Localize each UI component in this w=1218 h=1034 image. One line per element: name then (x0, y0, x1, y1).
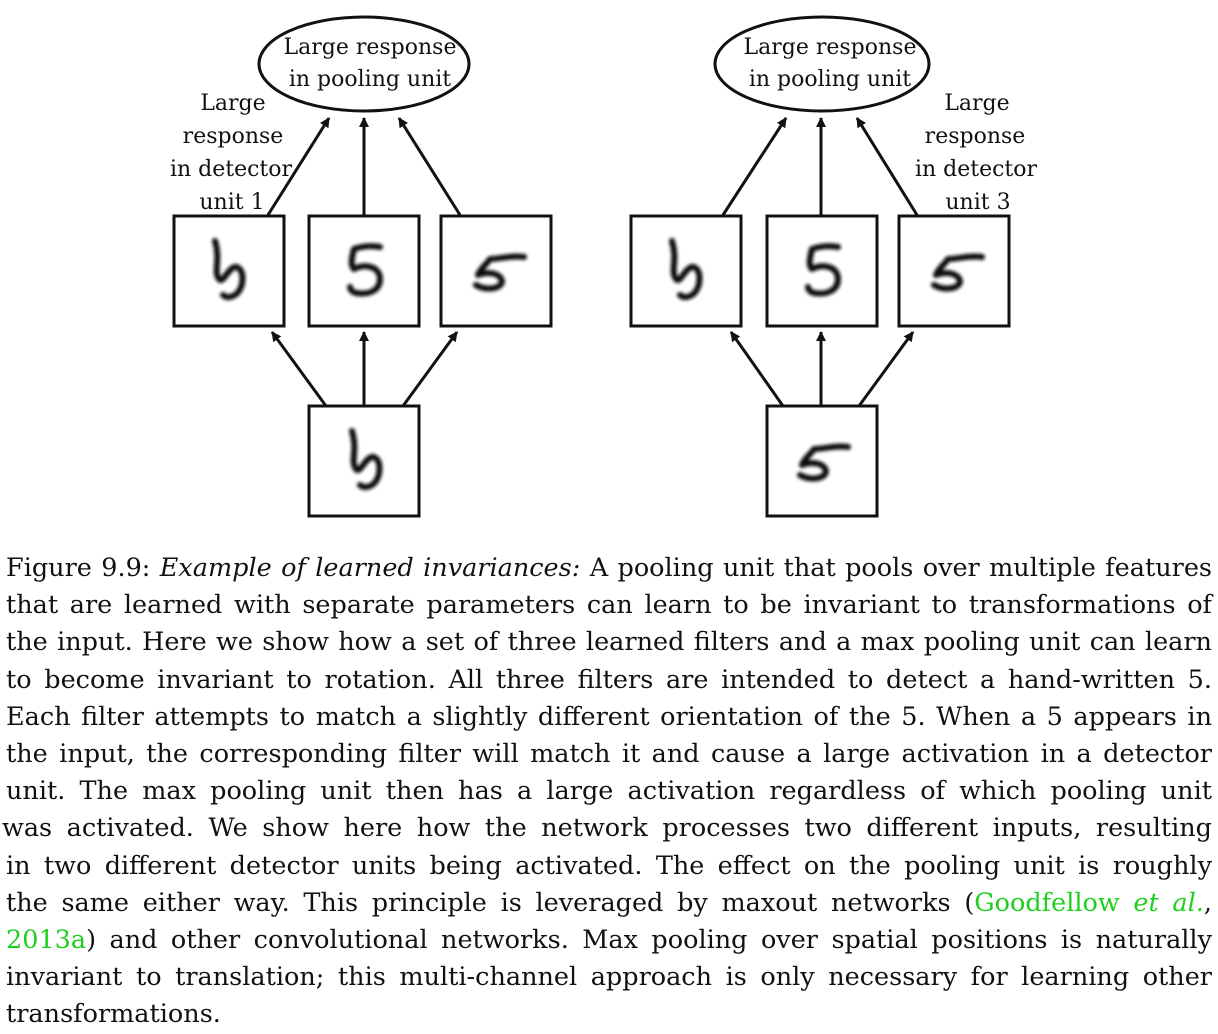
right-pool-label-line1: Large response (744, 35, 917, 60)
left-arrow-d1-to-pool (266, 117, 331, 216)
caption-line: unit. The max pooling unit then has a la… (6, 776, 1212, 807)
right-detector-2 (765, 214, 879, 328)
right-pool-label-line2: in pooling unit (749, 67, 911, 92)
caption-line: the input. Here we show how a set of thr… (6, 627, 1212, 658)
left-pooling-unit: Large response in pooling unit (257, 15, 471, 113)
caption-title: Example of learned invariances: (159, 553, 581, 583)
right-detector-3 (897, 214, 1011, 328)
right-detector-label-line3: in detector (915, 157, 1038, 182)
caption-line: invariant to translation; this multi-cha… (6, 962, 1212, 993)
left-arrow-d3-to-pool (397, 117, 462, 216)
caption-text: ) and other convolutional networks. Max … (86, 925, 1212, 956)
left-panel: Large response in pooling unit Large res… (170, 15, 553, 518)
right-arrow-input-to-d1 (729, 331, 785, 407)
right-detector-label-line2: response (925, 124, 1026, 149)
left-detector-label: Large response in detector unit 1 (170, 91, 293, 215)
right-pooling-unit: Large response in pooling unit (713, 15, 931, 113)
right-detector-1 (629, 214, 743, 328)
caption-line: in two different detector units being ac… (6, 850, 1212, 881)
caption-line: transformations. (6, 999, 221, 1030)
left-detector-label-line2: response (183, 124, 284, 149)
caption-line: the same either way. This principle is l… (6, 885, 1212, 922)
right-detector-label-line1: Large (944, 91, 1009, 116)
caption-line: that are learned with separate parameter… (6, 590, 1212, 621)
left-pool-label-line2: in pooling unit (289, 67, 451, 92)
left-detector-2 (307, 214, 421, 328)
left-arrow-input-to-d1 (270, 331, 328, 407)
left-detector-label-line1: Large (200, 91, 265, 116)
right-panel: Large response in pooling unit Large res… (629, 15, 1038, 518)
figure-caption: Figure 9.9: Example of learned invarianc… (2, 550, 1212, 1034)
left-input (307, 404, 421, 518)
left-arrow-input-to-d3 (401, 331, 459, 407)
caption-line: to become invariant to rotation. All thr… (6, 664, 1212, 695)
right-detector-label: Large response in detector unit 3 (915, 91, 1038, 215)
caption-line: the input, the corresponding filter will… (6, 739, 1212, 770)
right-arrow-d3-to-pool (855, 117, 919, 216)
caption-line: Figure 9.9: Example of learned invarianc… (6, 550, 1212, 587)
citation-link-author[interactable]: Goodfellow (974, 887, 1120, 918)
left-detector-label-line3: in detector (170, 157, 293, 182)
left-detector-1 (172, 214, 286, 328)
left-detector-3 (439, 214, 553, 328)
right-input (765, 404, 879, 518)
caption-text: A pooling unit that pools over multiple … (580, 553, 1212, 583)
left-pool-label-line1: Large response (284, 35, 457, 60)
caption-line: 2013a) and other convolutional networks.… (6, 922, 1212, 959)
right-detector-label-line4: unit 3 (945, 190, 1010, 215)
caption-line: Each filter attempts to match a slightly… (6, 701, 1212, 732)
citation-link-year[interactable]: 2013a (6, 925, 87, 956)
citation-link-etal[interactable]: et al. (1133, 887, 1204, 918)
right-arrow-d1-to-pool (721, 117, 788, 216)
caption-text: , (1203, 887, 1213, 918)
left-detector-label-line4: unit 1 (199, 190, 264, 215)
caption-text: the same either way. This principle is l… (6, 887, 975, 918)
right-arrow-input-to-d3 (857, 331, 915, 407)
caption-line: was activated. We show here how the netw… (2, 813, 1212, 844)
learned-invariance-diagram: Large response in pooling unit Large res… (170, 15, 1038, 518)
figure-number: Figure 9.9: (6, 553, 160, 583)
